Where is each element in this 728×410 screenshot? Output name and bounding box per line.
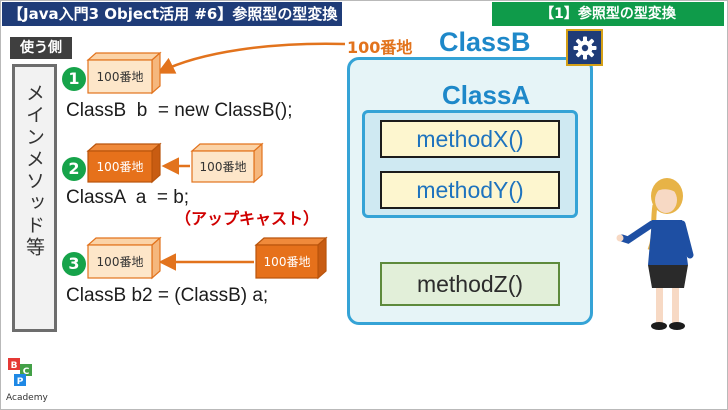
caller-box: メインメソッド等 xyxy=(12,64,57,332)
bcp-academy-logo: B C P Academy xyxy=(6,358,48,403)
reference-cube-a: 100番地 xyxy=(86,142,162,184)
reference-cube-b-copy: 100番地 xyxy=(190,142,264,184)
step-badge-1: 1 xyxy=(62,67,86,91)
cube-label: 100番地 xyxy=(264,255,311,269)
svg-text:C: C xyxy=(23,367,30,377)
method-z-box: methodZ() xyxy=(380,262,560,306)
gear-icon xyxy=(573,36,596,59)
cube-label: 100番地 xyxy=(97,70,144,84)
cube-label: 100番地 xyxy=(97,160,144,174)
caller-tag: 使う側 xyxy=(10,37,72,59)
caller-label: メインメソッド等 xyxy=(23,83,45,259)
settings-button[interactable] xyxy=(566,29,603,66)
reference-arrow-1 xyxy=(156,42,346,74)
step-badge-3: 3 xyxy=(62,252,86,276)
code-line-3: ClassB b2 = (ClassB) a; xyxy=(66,285,269,306)
section-title-bar: 【1】参照型の型変換 xyxy=(492,2,724,26)
reference-cube-b2: 100番地 xyxy=(86,236,162,280)
object-address-label: 100番地 xyxy=(347,38,413,57)
upcast-note: （アップキャスト） xyxy=(175,209,320,228)
cube-label: 100番地 xyxy=(97,255,144,269)
presenter-figure xyxy=(616,178,694,330)
method-x-box: methodX() xyxy=(380,120,560,158)
lesson-title-bar: 【Java入門3 Object活用 #6】参照型の型変換 xyxy=(2,2,342,26)
step-badge-2: 2 xyxy=(62,157,86,181)
svg-text:B: B xyxy=(11,361,18,371)
code-line-2: ClassA a = b; xyxy=(66,187,190,208)
code-line-1: ClassB b = new ClassB(); xyxy=(66,100,293,121)
method-y-box: methodY() xyxy=(380,171,560,209)
cube-label: 100番地 xyxy=(200,160,247,174)
class-b-title: ClassB xyxy=(439,27,531,57)
svg-text:P: P xyxy=(17,377,24,387)
reference-cube-b: 100番地 xyxy=(86,51,162,95)
class-a-title: ClassA xyxy=(442,80,531,110)
reference-cube-a-copy: 100番地 xyxy=(254,236,328,280)
svg-text:Academy: Academy xyxy=(6,393,48,403)
